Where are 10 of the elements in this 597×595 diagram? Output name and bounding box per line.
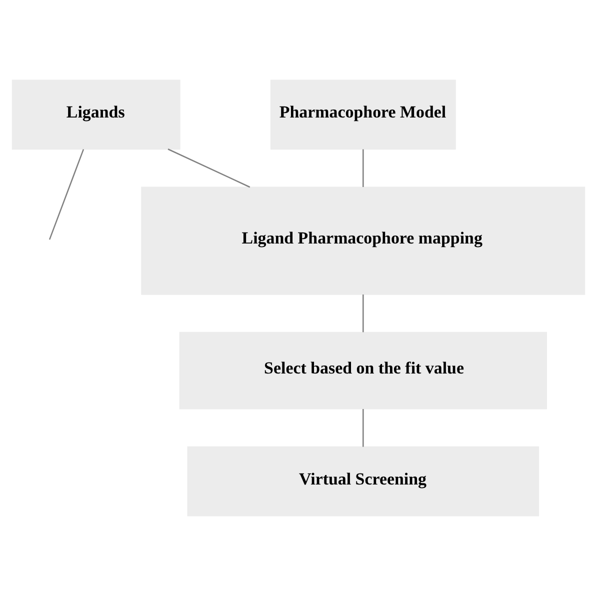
connector: [362, 294, 364, 332]
node-box: Select based on the fit value: [179, 331, 547, 409]
node-box: Virtual Screening: [187, 446, 540, 516]
node-box: Ligands: [12, 79, 180, 150]
connector: [362, 408, 364, 446]
node-box: Pharmacophore Model: [270, 79, 456, 150]
connector: [362, 148, 364, 186]
connector: [48, 148, 84, 240]
node-box: Ligand Pharmacophore mapping: [141, 186, 586, 294]
connector: [168, 148, 250, 188]
